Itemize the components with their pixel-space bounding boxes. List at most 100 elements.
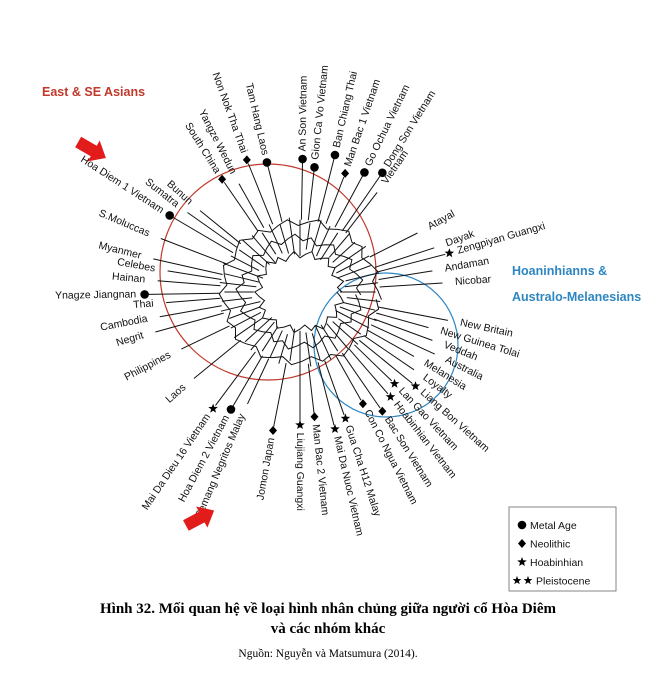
- leaf-branch: [348, 348, 389, 395]
- leaf-branch: [273, 363, 287, 427]
- leaf-branch: [172, 217, 234, 254]
- network-spoke: [261, 326, 279, 352]
- leaf-branch: [341, 175, 381, 232]
- star-marker-icon: [208, 403, 218, 413]
- leaf-branch: [363, 335, 415, 371]
- leaf-branch: [181, 325, 230, 350]
- figure-caption-title-continued: và các nhóm khác: [270, 621, 386, 637]
- leaf-markers: [140, 150, 455, 435]
- network-spoke: [336, 255, 370, 274]
- leaf-label: Man Bac 2 Vietnam: [310, 424, 332, 516]
- network-spoke: [329, 233, 350, 258]
- network-spoke: [229, 306, 261, 319]
- circle-marker-icon: [378, 168, 387, 178]
- network-spoke: [339, 306, 377, 322]
- circle-marker-icon: [360, 168, 369, 177]
- network-spoke: [233, 317, 263, 339]
- leaf-label: Hainan: [112, 271, 146, 286]
- network-spoke: [220, 301, 261, 312]
- star-marker-icon: [389, 378, 400, 388]
- legend-label: Hoabinhian: [530, 557, 583, 569]
- leaf-label: Gion Ca Vo Vietnam: [309, 64, 331, 160]
- circle-legend-icon: [517, 520, 527, 530]
- leaf-label: Ynagze Jiangnan: [55, 288, 137, 301]
- circle-marker-icon: [262, 158, 272, 167]
- diamond-marker-icon: [358, 399, 367, 409]
- hoaninhianns-label-line1: Hoaninhianns &: [512, 264, 607, 278]
- network-spoke: [241, 239, 270, 265]
- legend-label: Metal Age: [530, 520, 577, 532]
- leaf-label: An Son Vietnam: [296, 75, 309, 151]
- diamond-marker-icon: [242, 155, 251, 165]
- leaf-branch: [373, 318, 433, 341]
- leaf-branch: [267, 165, 283, 222]
- leaf-branch: [148, 292, 221, 295]
- leaf-branch: [167, 270, 222, 280]
- network-spoke: [320, 232, 339, 261]
- figure-caption-source: Nguồn: Nguyễn và Matsumura (2014).: [238, 648, 418, 660]
- circle-marker-icon: [298, 154, 307, 164]
- network-spoke: [251, 235, 276, 263]
- leaf-label: Atayal: [426, 208, 457, 233]
- leaf-branch: [223, 182, 259, 232]
- network-spoke: [346, 297, 381, 302]
- leaf-label: Liujiang Guangxi: [294, 433, 306, 511]
- leaf-branch: [367, 329, 415, 357]
- leaf-branch: [187, 212, 238, 248]
- network-spoke: [338, 318, 362, 335]
- leaf-branch: [379, 282, 443, 288]
- diamond-marker-icon: [378, 406, 387, 416]
- network-ring: [235, 233, 364, 350]
- leaf-branch: [300, 162, 303, 220]
- network-spoke: [269, 330, 283, 359]
- network-spoke: [278, 334, 288, 364]
- network-ring: [218, 219, 382, 366]
- network-spoke: [345, 272, 380, 282]
- leaf-branch: [238, 183, 265, 228]
- leaf-branch: [378, 306, 448, 321]
- circle-marker-icon: [330, 150, 340, 160]
- leaf-branch: [160, 238, 227, 265]
- network-spoke: [221, 297, 253, 302]
- circle-marker-icon: [226, 405, 236, 414]
- diamond-marker-icon: [218, 174, 227, 184]
- leaf-branch: [345, 192, 378, 234]
- legend-label: Neolithic: [530, 539, 570, 551]
- star-marker-icon: [330, 424, 340, 433]
- network-spoke: [316, 225, 331, 257]
- leaf-branch: [376, 253, 446, 273]
- network-spoke: [244, 317, 273, 343]
- network-spoke: [334, 245, 367, 269]
- figure-caption-title: Hình 32. Mối quan hệ về loại hình nhân c…: [100, 601, 556, 617]
- network-spoke: [224, 273, 260, 283]
- network-spoke: [305, 223, 311, 250]
- leaf-branch: [378, 270, 433, 280]
- leaf-branch: [376, 312, 429, 329]
- star-marker-icon: [410, 381, 421, 391]
- leaf-branch: [341, 352, 381, 409]
- leaf-label: Laos: [163, 381, 188, 405]
- leaf-branch: [358, 339, 413, 384]
- east-se-asians-label: East & SE Asians: [42, 85, 145, 99]
- diamond-legend-icon: [518, 539, 526, 548]
- network-spoke: [311, 333, 321, 361]
- diamond-marker-icon: [310, 412, 319, 422]
- leaf-label: Andaman: [444, 255, 491, 275]
- leaf-branch: [307, 171, 315, 221]
- network-spoke: [336, 265, 371, 279]
- diamond-marker-icon: [269, 425, 278, 435]
- red-arrow-icon: [183, 506, 215, 531]
- leaf-label: Jomon Japan: [255, 437, 278, 501]
- network-spoke: [268, 224, 283, 254]
- network-spoke: [289, 328, 296, 361]
- leaf-branch: [157, 280, 221, 287]
- star-marker-icon: [444, 248, 455, 258]
- leaf-label: Philippines: [122, 349, 172, 383]
- network-spoke: [311, 220, 322, 253]
- leaf-branch: [159, 305, 222, 318]
- network-spoke: [223, 262, 264, 279]
- network-spoke: [250, 321, 275, 351]
- leaf-branch: [317, 362, 335, 426]
